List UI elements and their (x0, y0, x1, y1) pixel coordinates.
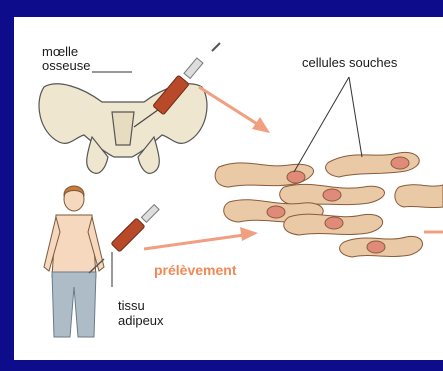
adipose-syringe-icon (89, 205, 159, 273)
nucleus (287, 171, 305, 183)
arrow-from-adipose (144, 227, 258, 249)
nucleus (367, 241, 385, 253)
sampling-label: prélèvement (154, 263, 236, 277)
nucleus (323, 189, 341, 201)
diagram-panel: mœlle osseuse cellules souches prélèveme… (14, 17, 443, 360)
stem-cells-label: cellules souches (302, 56, 397, 70)
nucleus (267, 206, 285, 218)
adipose-label-line2: adipeux (118, 314, 164, 328)
adipose-label-line1: tissu (118, 299, 145, 313)
bone-marrow-label-line1: mœlle (42, 45, 78, 59)
pelvis-illustration (39, 84, 207, 173)
stem-cells-leader-2 (349, 77, 362, 157)
stem-cells-cluster (215, 152, 443, 257)
stem-cell (395, 185, 443, 208)
bone-marrow-label-line2: osseuse (42, 59, 90, 73)
nucleus (391, 157, 409, 169)
arrow-from-bone-marrow (199, 87, 270, 133)
nucleus (325, 217, 343, 229)
person-illustration (44, 186, 104, 337)
